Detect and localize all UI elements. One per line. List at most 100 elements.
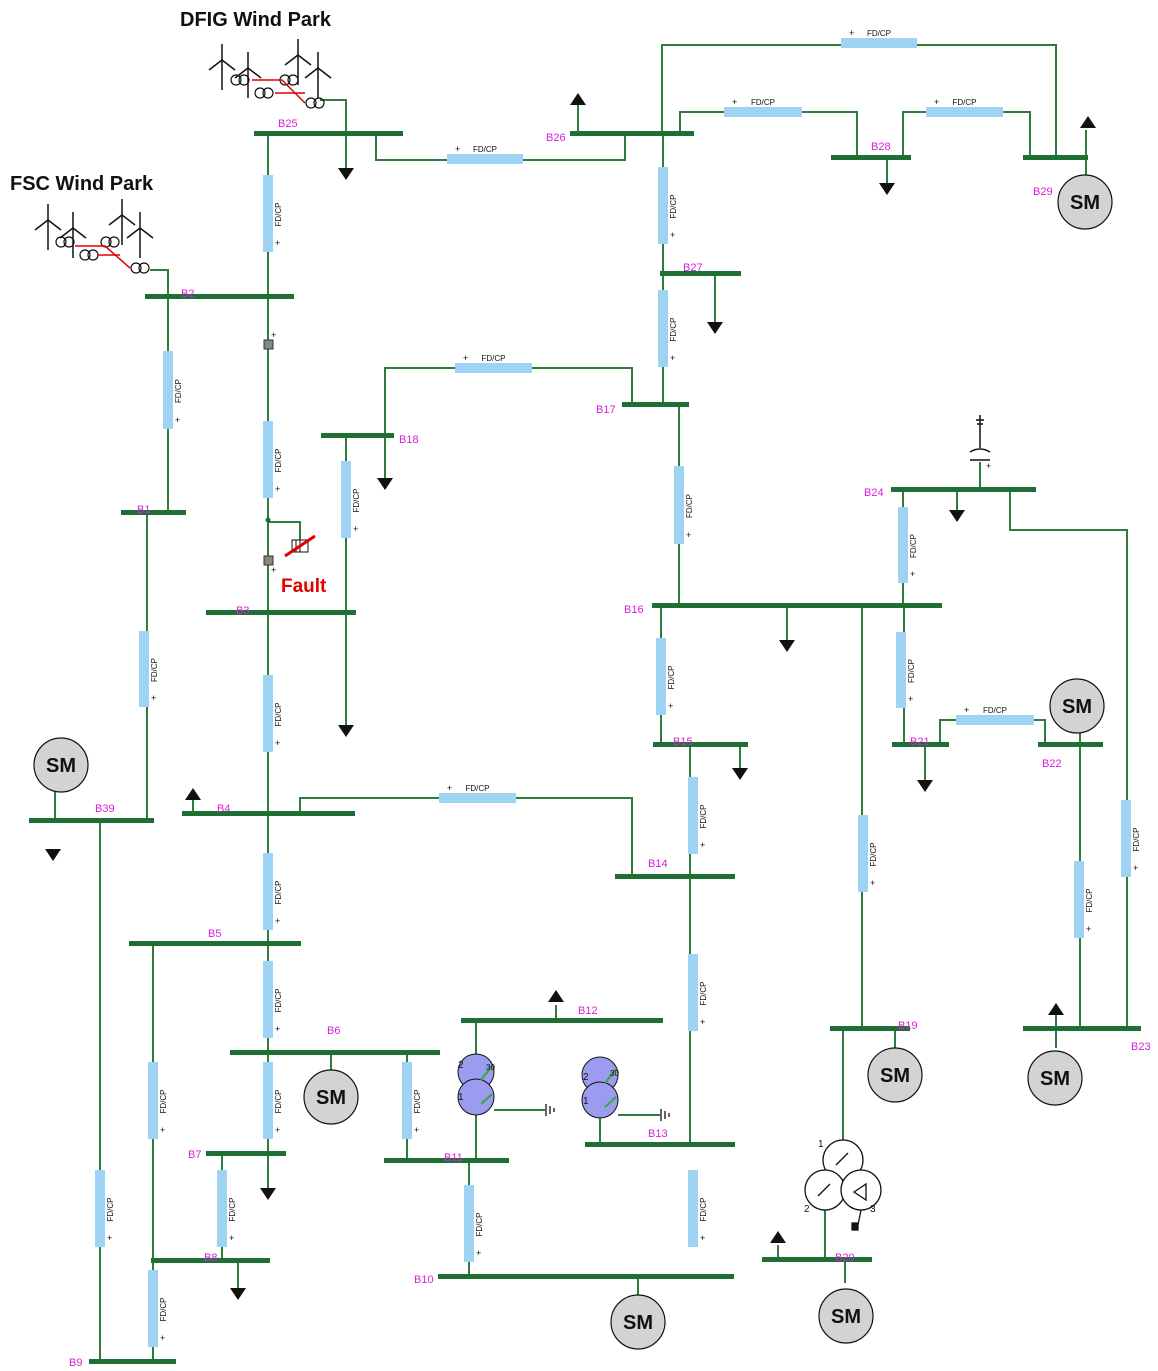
line-model-label: FD/CP: [482, 354, 506, 363]
plus-marker: +: [275, 1125, 280, 1135]
plus-marker: +: [447, 783, 452, 793]
bus-label-b18: B18: [399, 434, 419, 446]
source-icon: [1048, 1003, 1064, 1015]
bus-label-b21: B21: [910, 736, 930, 748]
generator-label: SM: [1040, 1068, 1070, 1090]
plus-marker: +: [732, 97, 737, 107]
terminal-label: 1: [818, 1139, 824, 1150]
generator-icon: [1057, 174, 1113, 230]
plus-marker: +: [271, 330, 276, 340]
line-model-label: FD/CP: [685, 494, 694, 518]
plus-marker: +: [986, 461, 991, 471]
plus-marker: +: [151, 693, 156, 703]
bus-label-b25: B25: [278, 118, 298, 130]
fsc-wind-park: [34, 198, 154, 274]
line-model-label: FD/CP: [1085, 889, 1094, 913]
terminal-label: 2: [583, 1072, 589, 1083]
bus-label-b29: B29: [1033, 186, 1053, 198]
generator-label: SM: [831, 1306, 861, 1328]
bus-label-b3: B3: [236, 605, 249, 617]
network-wires: [54, 44, 1128, 1362]
load-icon: [45, 849, 61, 861]
line-model-label: FD/CP: [174, 379, 183, 403]
dfig-wind-park: [208, 38, 332, 109]
plus-marker: +: [271, 565, 276, 575]
line-model-label: FD/CP: [106, 1198, 115, 1222]
bus-label-b19: B19: [898, 1020, 918, 1032]
plus-marker: +: [160, 1333, 165, 1343]
line-model-label: FD/CP: [274, 1090, 283, 1114]
plus-marker: +: [353, 524, 358, 534]
plus-marker: +: [275, 916, 280, 926]
fault-label: Fault: [281, 576, 327, 597]
dfig-title: DFIG Wind Park: [180, 9, 332, 31]
line-model-label: FD/CP: [159, 1298, 168, 1322]
terminal-label: 1: [458, 1092, 464, 1103]
plus-marker: +: [107, 1233, 112, 1243]
line-model-label: FD/CP: [953, 98, 977, 107]
bus-label-b12: B12: [578, 1005, 598, 1017]
terminal-label: 2: [804, 1204, 810, 1215]
line-model-label: FD/CP: [907, 659, 916, 683]
line-model-label: FD/CP: [1132, 828, 1141, 852]
fault-element: [263, 339, 316, 566]
line-model-label: FD/CP: [466, 784, 490, 793]
terminal-label: 3: [870, 1204, 876, 1215]
bus-label-b14: B14: [648, 858, 668, 870]
plus-marker: +: [934, 97, 939, 107]
bus-label-b5: B5: [208, 928, 221, 940]
terminal-label: 1: [583, 1096, 589, 1107]
line-model-label: FD/CP: [274, 449, 283, 473]
load-icon: [732, 768, 748, 780]
load-icon: [779, 640, 795, 652]
polarity-markers: + + +: [271, 330, 991, 575]
terminal-label: 2: [458, 1060, 464, 1071]
bus-label-b16: B16: [624, 604, 644, 616]
plus-marker: +: [700, 1017, 705, 1027]
line-model-label: FD/CP: [667, 666, 676, 690]
load-icon: [338, 725, 354, 737]
source-icon: [570, 93, 586, 105]
bus-label-b9: B9: [69, 1357, 82, 1369]
line-model-label: FD/CP: [699, 982, 708, 1006]
generator-label: SM: [1062, 696, 1092, 718]
bus-label-b17: B17: [596, 404, 616, 416]
plus-marker: +: [700, 1233, 705, 1243]
line-model-label: FD/CP: [274, 203, 283, 227]
bus-label-b13: B13: [648, 1128, 668, 1140]
source-icon: [185, 788, 201, 800]
line-model-label: FD/CP: [413, 1090, 422, 1114]
fsc-title: FSC Wind Park: [10, 173, 154, 195]
plus-marker: +: [275, 1024, 280, 1034]
source-icon: [770, 1231, 786, 1243]
bus-label-b11: B11: [444, 1152, 463, 1164]
load-icon: [260, 1188, 276, 1200]
plus-marker: +: [964, 705, 969, 715]
line-model-label: FD/CP: [159, 1090, 168, 1114]
bus-label-b1: B1: [137, 504, 150, 516]
line-model-label: FD/CP: [909, 534, 918, 558]
bus-label-b10: B10: [414, 1274, 434, 1286]
plus-marker: +: [275, 484, 280, 494]
three-winding-transformer-icon: [804, 1139, 882, 1231]
plus-marker: +: [476, 1248, 481, 1258]
transformer-b13-icon: [581, 1056, 670, 1122]
bus-label-b22: B22: [1042, 758, 1062, 770]
line-model-label: FD/CP: [274, 989, 283, 1013]
line-model-labels: FD/CP + FD/CP + FD/CP + FD/CP + FD/CP + FD/CP + FD/C…: [106, 28, 1141, 1343]
generator-icon: [867, 1047, 923, 1103]
source-icon: [1080, 116, 1096, 128]
line-model-label: FD/CP: [473, 145, 497, 154]
line-model-label: FD/CP: [983, 706, 1007, 715]
bus-label-b8: B8: [204, 1252, 217, 1264]
bus-label-b7: B7: [188, 1149, 201, 1161]
loads: [45, 93, 1096, 1300]
generator-label: SM: [46, 755, 76, 777]
plus-marker: +: [455, 144, 460, 154]
line-model-label: FD/CP: [699, 805, 708, 829]
bus-label-b2: B2: [181, 288, 194, 300]
plus-marker: +: [275, 738, 280, 748]
load-icon: [879, 183, 895, 195]
